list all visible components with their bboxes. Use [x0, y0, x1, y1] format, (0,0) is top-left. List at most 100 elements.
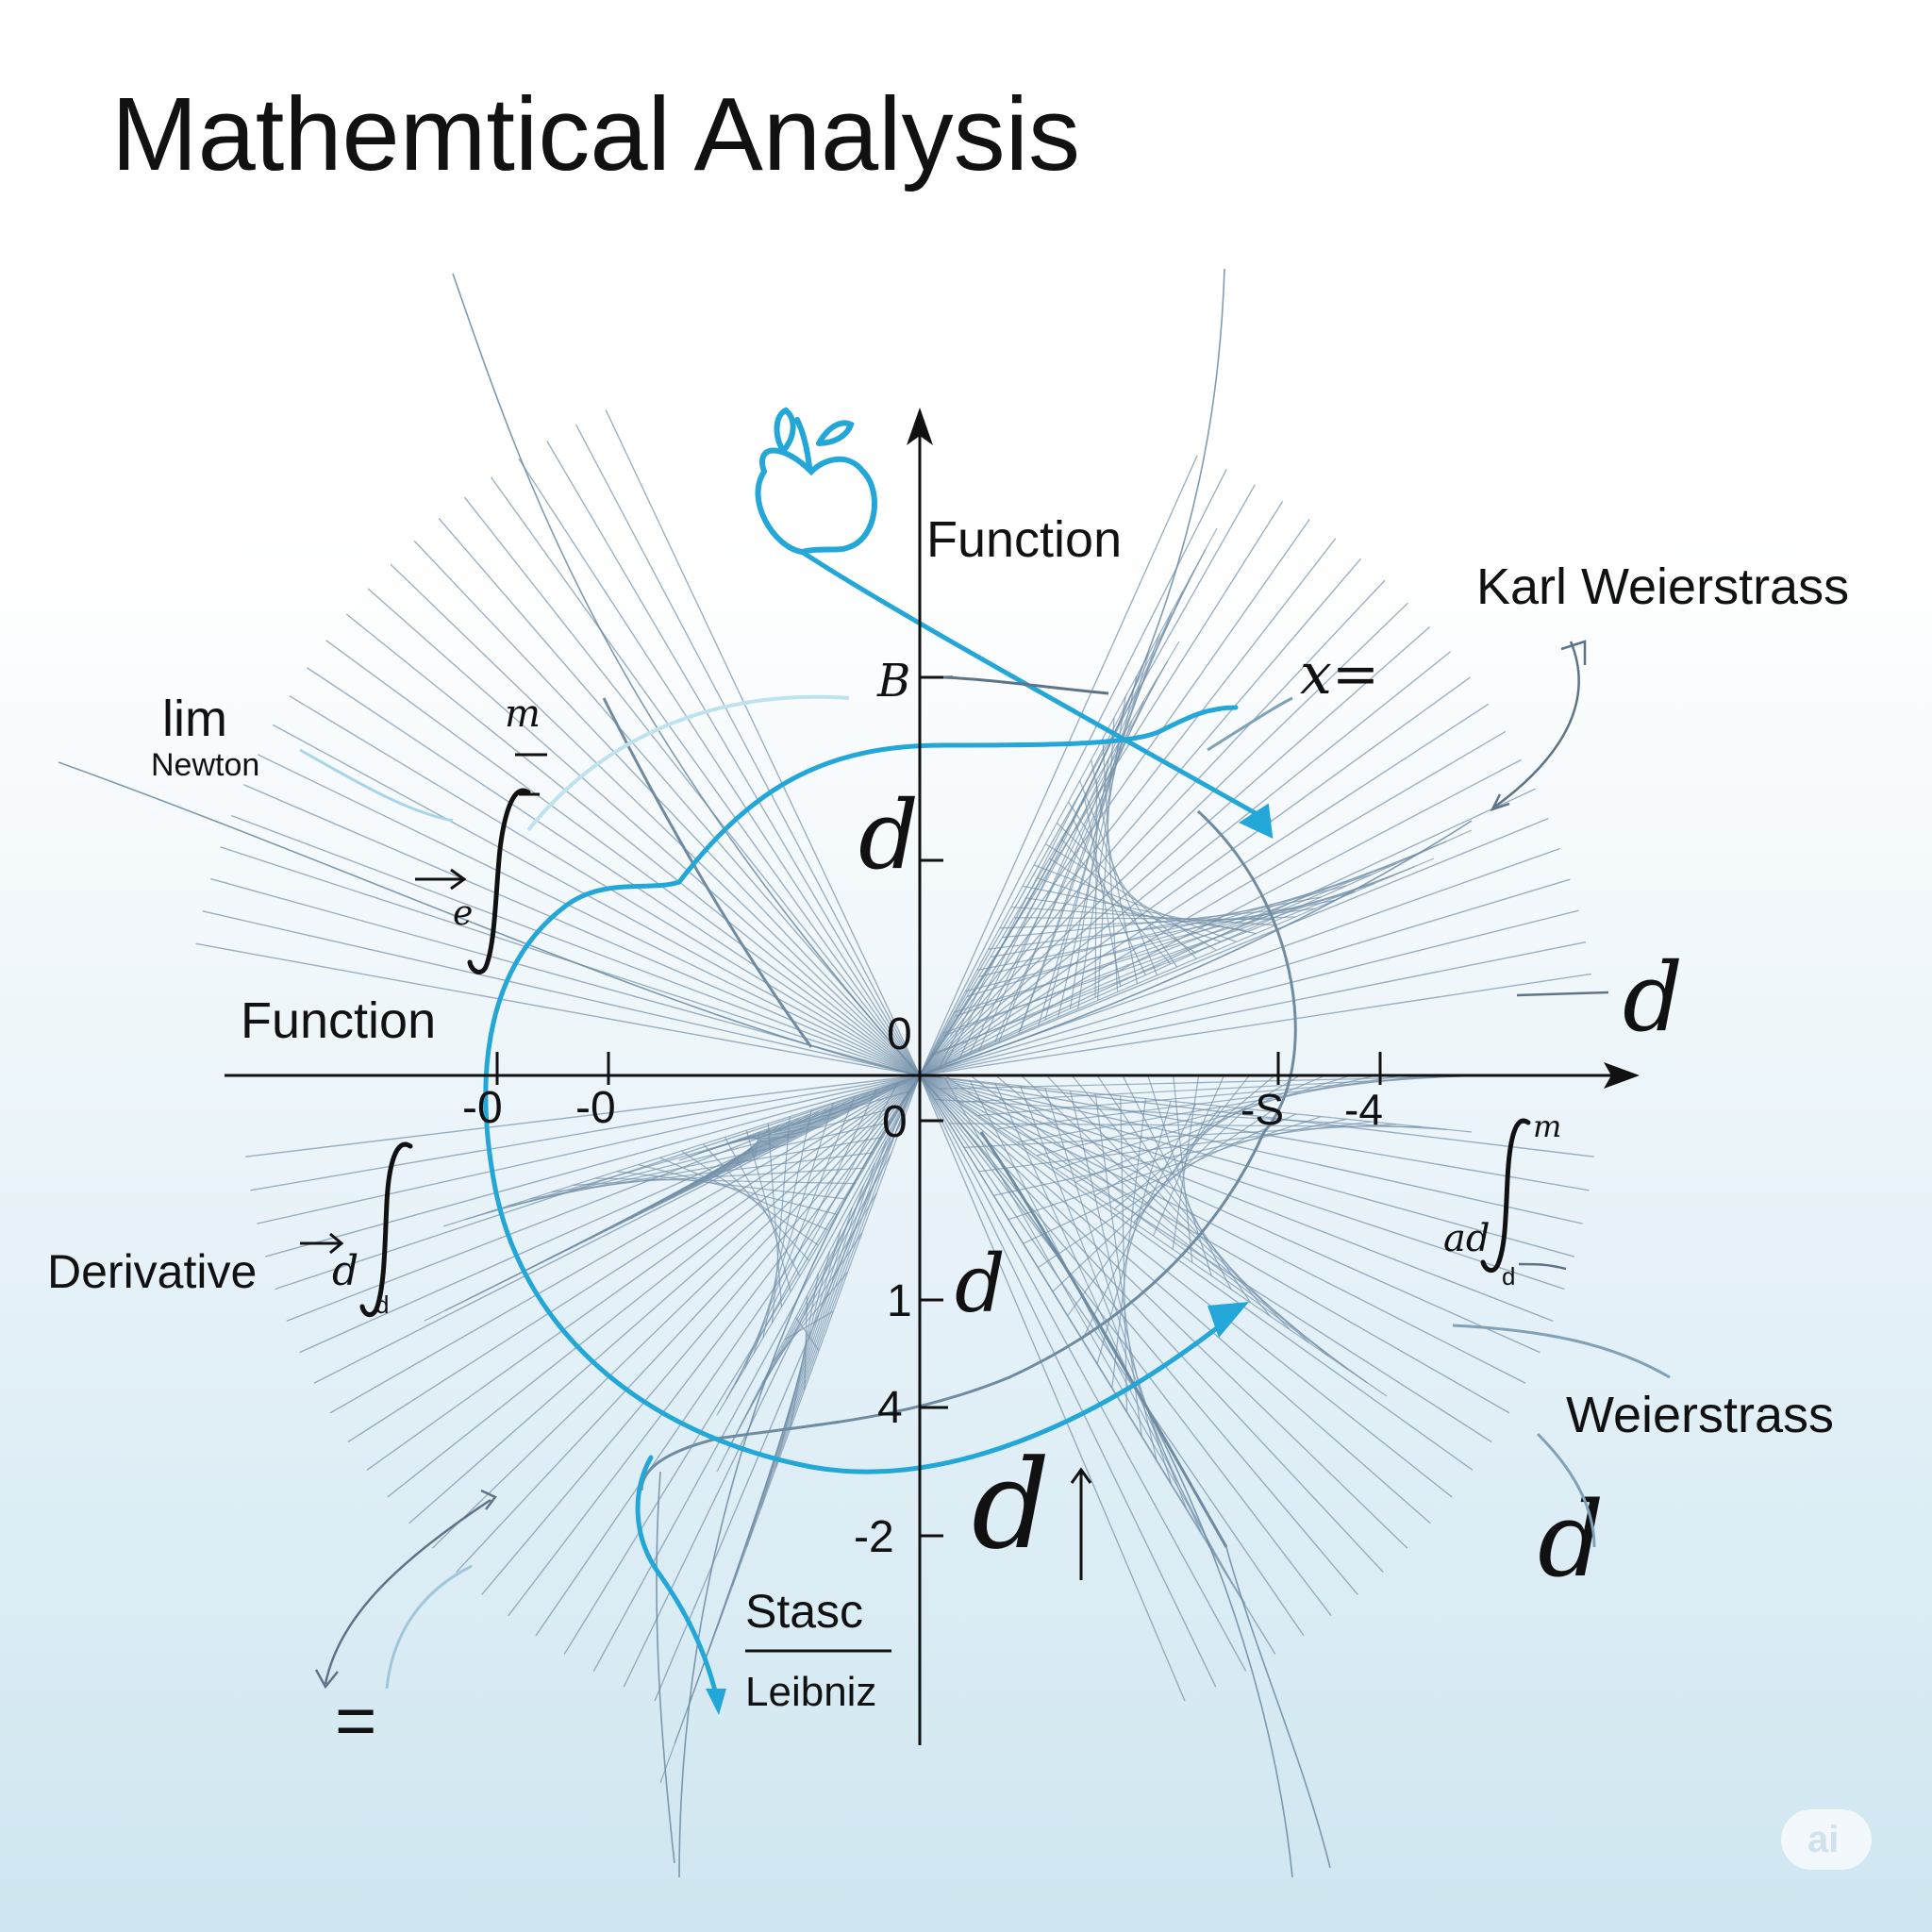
- string-line: [919, 1074, 1408, 1549]
- string-line: [919, 602, 1408, 1076]
- tick-origin-bottom: 0: [882, 1097, 908, 1147]
- string-line: [716, 1074, 921, 1416]
- string-line: [949, 1123, 1422, 1128]
- string-line: [325, 640, 921, 1076]
- string-line: [231, 814, 921, 1076]
- string-line: [964, 1124, 1397, 1148]
- string-line: [919, 1074, 1590, 1191]
- string-line: [919, 676, 1471, 1076]
- string-line: [329, 1074, 921, 1414]
- blue-trajectory: [483, 549, 1272, 1701]
- string-line: [955, 862, 1397, 1017]
- string-line: [366, 1074, 921, 1471]
- arrow-icon: [1239, 803, 1274, 839]
- string-line: [995, 1074, 1329, 1357]
- string-line: [727, 1114, 907, 1450]
- label-stasc: Stasc: [745, 1585, 863, 1638]
- string-line: [681, 1150, 819, 1246]
- string-line: [919, 878, 1571, 1076]
- string-line: [919, 651, 1452, 1076]
- label-leibniz: Leibniz: [745, 1669, 876, 1715]
- string-line: [1038, 1110, 1272, 1269]
- label-d-upper: d: [858, 780, 919, 891]
- label-b: B: [876, 655, 910, 708]
- tick-y-2: 4: [877, 1383, 903, 1433]
- label-m-top-left: m: [505, 692, 541, 736]
- tick-x-4: -4: [1344, 1085, 1383, 1134]
- string-line: [919, 1074, 1388, 1397]
- label-d-mid: d: [955, 1238, 1006, 1330]
- string-line: [919, 579, 1386, 1076]
- string-line: [919, 1074, 1594, 1158]
- string-line: [250, 1074, 921, 1191]
- string-line: [934, 1098, 1447, 1130]
- string-line: [919, 941, 1587, 1076]
- string-line: [919, 1074, 1431, 1524]
- integral-icon: [359, 788, 1531, 1318]
- string-line: [919, 1074, 1247, 1672]
- string-line: [919, 455, 1198, 1076]
- string-line: [919, 1074, 1510, 1414]
- string-line: [942, 852, 1423, 1037]
- string-line: [347, 1074, 921, 1443]
- label-weierstrass: Weierstrass: [1566, 1387, 1834, 1443]
- string-line: [390, 563, 921, 1076]
- label-newton: Newton: [151, 747, 259, 783]
- string-line: [919, 758, 1522, 1076]
- string-line: [919, 829, 1473, 1076]
- string-line: [990, 896, 1322, 958]
- string-line: [245, 1074, 921, 1158]
- string-line: [753, 1102, 834, 1354]
- string-line: [546, 441, 921, 1076]
- arrow-icon: [1208, 1302, 1249, 1338]
- tick-y-1: 1: [887, 1276, 912, 1326]
- ai-badge: [1781, 1809, 1872, 1870]
- label-d-deriv: d: [332, 1247, 358, 1295]
- label-ad-right: ad: [1443, 1217, 1490, 1260]
- string-line: [257, 754, 921, 1076]
- string-line: [592, 1074, 921, 1672]
- string-line: [1067, 801, 1178, 968]
- string-line: [942, 874, 1395, 1034]
- arrow-icon: [706, 1689, 726, 1715]
- label-m-top-right: m: [1533, 1108, 1561, 1144]
- string-line: [1013, 917, 1272, 921]
- string-line: [919, 1074, 1474, 1471]
- page-title: Mathemtical Analysis: [111, 76, 1080, 192]
- string-line: [575, 425, 921, 1076]
- apple-icon: [755, 407, 877, 556]
- string-line: [919, 518, 1310, 1076]
- string-line: [919, 1074, 1217, 1688]
- string-line: [1023, 1113, 1297, 1244]
- string-line: [919, 625, 1431, 1076]
- string-line: [931, 841, 1447, 1057]
- string-line: [919, 1074, 1583, 1224]
- string-line: [1049, 858, 1196, 954]
- string-line: [195, 942, 921, 1076]
- string-line: [367, 588, 921, 1076]
- string-line: [919, 858, 1435, 1076]
- string-line: [264, 1074, 921, 1257]
- label-function-left: Function: [241, 992, 436, 1049]
- string-line: [919, 1074, 1453, 1498]
- tick-x-3: -S: [1241, 1085, 1284, 1134]
- label-equals: =: [335, 1681, 376, 1761]
- string-line: [518, 458, 921, 1076]
- label-x-equals: x=: [1300, 641, 1379, 708]
- string-line: [1002, 908, 1296, 939]
- string-line: [456, 1074, 921, 1573]
- string-line: [743, 1095, 856, 1370]
- string-line: [313, 1074, 921, 1384]
- tick-x-2: -0: [575, 1083, 616, 1133]
- string-line: [919, 703, 1490, 1076]
- label-d-bottom: d: [972, 1433, 1050, 1576]
- label-karl-weierstrass: Karl Weierstrass: [1476, 558, 1849, 615]
- string-line: [481, 1074, 921, 1595]
- string-line: [919, 817, 1549, 1076]
- string-line: [919, 909, 1579, 1076]
- string-line: [202, 910, 921, 1076]
- string-line: [1033, 864, 1237, 943]
- string-line: [605, 409, 921, 1076]
- string-line: [257, 1074, 921, 1224]
- string-line: [919, 1074, 1541, 1354]
